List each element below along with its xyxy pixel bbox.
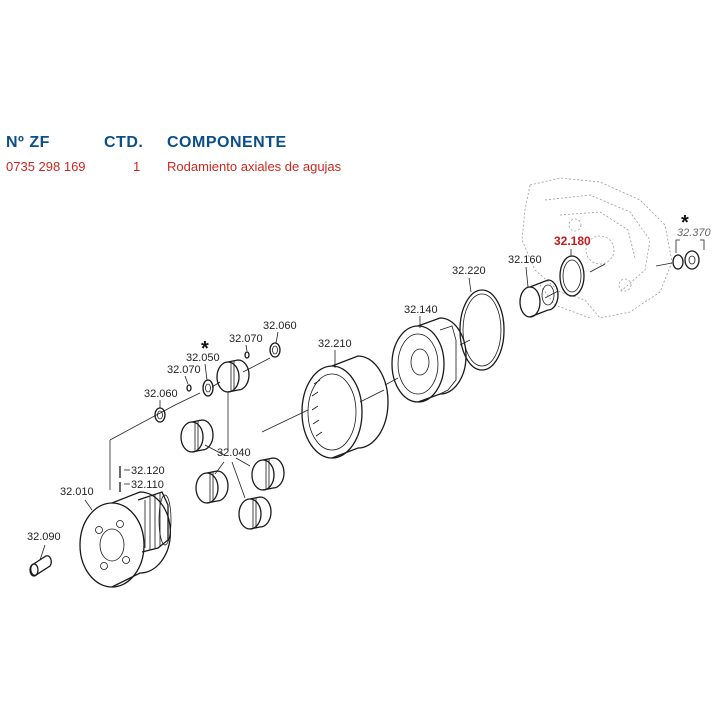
part-32140-hub-gear [391,317,467,403]
planet-gear-5 [238,496,272,530]
label-32070-b: 32.070 [229,333,263,345]
star-marker-1: * [201,338,209,360]
label-32220: 32.220 [452,265,486,277]
part-32160-sleeve [519,279,559,318]
part-32210-ring-gear [301,355,389,459]
label-32090: 32.090 [27,531,61,543]
part-32180-needle-bearing [559,255,585,297]
part-32220-snap-ring [459,289,505,371]
part-32090-pin [29,555,52,577]
part-labels: 32.010 32.090 32.120 32.110 32.060 32.07… [27,212,712,561]
label-32060-b: 32.060 [263,320,297,332]
row-component: Rodamiento axiales de agujas [167,159,342,174]
header-part-number: Nº ZF [6,134,50,151]
label-32040: 32.040 [217,447,251,459]
label-32140: 32.140 [404,304,438,316]
part-32040-planet-gears [180,359,285,530]
label-32180: 32.180 [554,234,591,248]
label-32110: 32.110 [131,479,164,491]
part-32070-small-a [186,384,192,392]
assembly-axis [109,263,606,490]
part-32010-carrier [79,491,172,588]
planet-gear-3 [251,457,285,491]
label-32210: 32.210 [318,338,352,350]
label-32370: 32.370 [677,227,712,239]
planet-gear-1 [216,359,250,393]
part-32370-plug [655,250,700,270]
header-component: COMPONENTE [167,134,287,151]
housing-outline [521,177,673,319]
label-32050: 32.050 [186,352,220,364]
label-32060-a: 32.060 [144,388,178,400]
planet-gear-2 [180,419,214,453]
header-quantity: CTD. [104,134,144,151]
row-part-number: 0735 298 169 [6,159,86,174]
star-marker-2: * [681,212,689,234]
label-32070-a: 32.070 [167,364,201,376]
label-32120: 32.120 [131,465,165,477]
label-32010: 32.010 [60,486,94,498]
part-32050-washer [202,379,214,397]
row-quantity: 1 [133,159,141,174]
label-32160: 32.160 [508,254,542,266]
part-32070-small-b [244,351,250,359]
part-32060-washer-b [269,342,281,358]
planet-gear-4 [195,470,229,504]
